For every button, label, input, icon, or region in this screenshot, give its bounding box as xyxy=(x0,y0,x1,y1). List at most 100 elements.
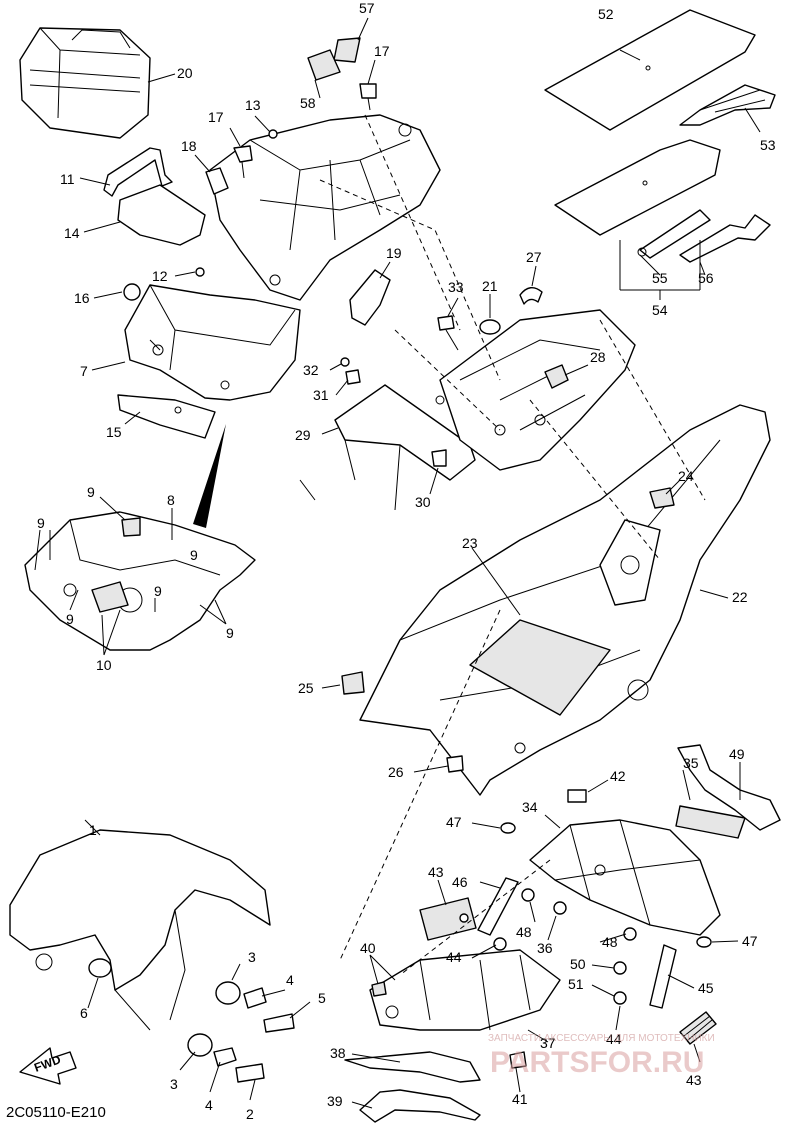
small-fasteners xyxy=(123,129,712,1005)
part-26-screw[interactable] xyxy=(446,755,464,773)
part-5-bolt[interactable] xyxy=(263,1013,295,1033)
part-35-reflector[interactable] xyxy=(675,805,746,839)
part-52-owner-manual[interactable] xyxy=(544,9,756,131)
part-14-sheet[interactable] xyxy=(117,184,206,246)
part-1-front-fender[interactable] xyxy=(9,829,271,1031)
callout: 34 xyxy=(522,799,538,815)
callout: 7 xyxy=(80,363,88,379)
callout: 13 xyxy=(245,97,261,113)
part-28-damper[interactable] xyxy=(544,364,569,389)
callout: 9 xyxy=(226,625,234,641)
callout: 9 xyxy=(66,611,74,627)
callout: 47 xyxy=(446,814,462,830)
callout: 9 xyxy=(37,515,45,531)
callout: 48 xyxy=(516,924,532,940)
part-30-bolt[interactable] xyxy=(431,449,447,467)
part-2-bolt[interactable] xyxy=(235,1063,265,1083)
callout: 38 xyxy=(330,1045,346,1061)
part-4-spacer-b[interactable] xyxy=(213,1047,237,1067)
assembly-lines xyxy=(319,114,706,976)
part-23-label[interactable] xyxy=(469,619,611,716)
callout: 11 xyxy=(60,171,75,187)
callout: 17 xyxy=(208,109,224,125)
part-58-strip[interactable] xyxy=(307,49,341,81)
callout: 17 xyxy=(374,43,390,59)
part-6-damper[interactable] xyxy=(88,958,112,978)
part-32-washer[interactable] xyxy=(340,357,350,367)
callout: 10 xyxy=(96,657,112,673)
part-3-collar-b[interactable] xyxy=(187,1033,213,1057)
callout: 30 xyxy=(415,494,431,510)
callout: 43 xyxy=(686,1072,702,1088)
part-39-bracket[interactable] xyxy=(359,1089,481,1123)
callout: 8 xyxy=(167,492,175,508)
callout: 19 xyxy=(386,245,402,261)
part-17-bolt-a[interactable] xyxy=(233,145,253,179)
part-57-tape[interactable] xyxy=(333,37,361,63)
callout: 55 xyxy=(652,270,668,286)
part-7-tray[interactable] xyxy=(124,284,301,401)
callout: 52 xyxy=(598,6,614,22)
part-34-license-bracket[interactable] xyxy=(529,819,721,936)
part-17-bolt-b[interactable] xyxy=(359,83,377,111)
callout: 5 xyxy=(318,990,326,1006)
callout: 45 xyxy=(698,980,714,996)
seat-frame[interactable] xyxy=(209,114,441,301)
part-55-wrench[interactable] xyxy=(637,209,711,259)
callout: 12 xyxy=(152,268,168,284)
callout: 16 xyxy=(74,290,90,306)
rear-frame-bracket[interactable] xyxy=(435,309,636,471)
callout: 4 xyxy=(205,1097,213,1113)
diagram-code: 2C05110-E210 xyxy=(6,1104,106,1121)
callout: 40 xyxy=(360,940,376,956)
part-27-clip[interactable] xyxy=(519,287,543,305)
part-4-spacer-a[interactable] xyxy=(243,987,267,1009)
part-19-clamp[interactable] xyxy=(349,269,391,326)
part-3-collar-a[interactable] xyxy=(215,981,241,1005)
callout: 32 xyxy=(303,362,319,378)
part-42-screw[interactable] xyxy=(567,789,587,803)
callout: 37 xyxy=(540,1035,556,1051)
part-33-bolt[interactable] xyxy=(437,315,459,351)
part-21-collar[interactable] xyxy=(479,319,501,335)
part-40-damper[interactable] xyxy=(371,981,387,997)
part-25-damper[interactable] xyxy=(341,671,365,695)
callout: 3 xyxy=(248,949,256,965)
part-15-plate[interactable] xyxy=(117,394,216,439)
callout: 3 xyxy=(170,1076,178,1092)
callout: 4 xyxy=(286,972,294,988)
part-10-pad[interactable] xyxy=(91,581,129,613)
callout: 21 xyxy=(482,278,498,294)
callout: 1 xyxy=(89,822,97,838)
part-31-nut[interactable] xyxy=(345,369,361,385)
callout: 44 xyxy=(606,1031,622,1047)
tool-pouch[interactable] xyxy=(554,139,721,236)
callout: 33 xyxy=(448,279,464,295)
callout: 20 xyxy=(177,65,193,81)
part-9-damper[interactable] xyxy=(121,517,141,537)
part-45-stay[interactable] xyxy=(649,944,677,1009)
callout: 18 xyxy=(181,138,197,154)
part-53-straps[interactable] xyxy=(679,84,776,126)
part-24-pad[interactable] xyxy=(649,487,675,509)
part-22-rear-cowling[interactable] xyxy=(359,404,771,796)
part-49-bracket[interactable] xyxy=(677,744,781,831)
part-41-nut[interactable] xyxy=(509,1051,527,1069)
callout: 22 xyxy=(732,589,748,605)
callout: 57 xyxy=(359,0,375,16)
callout: 58 xyxy=(300,95,316,111)
part-43-reflector-b[interactable] xyxy=(679,1011,717,1045)
part-18-damper[interactable] xyxy=(205,167,229,195)
part-43-reflector-a[interactable] xyxy=(419,897,477,941)
callout: 2 xyxy=(246,1106,254,1122)
part-20-storage-box[interactable] xyxy=(19,27,151,139)
callout: 43 xyxy=(428,864,444,880)
part-46-stay[interactable] xyxy=(477,877,519,936)
part-37-license-base[interactable] xyxy=(369,949,561,1031)
callout: 9 xyxy=(154,583,162,599)
part-8-inner-cover[interactable] xyxy=(24,511,256,651)
part-38-cover[interactable] xyxy=(344,1051,481,1083)
callout: 53 xyxy=(760,137,776,153)
part-56-handle[interactable] xyxy=(679,214,771,263)
